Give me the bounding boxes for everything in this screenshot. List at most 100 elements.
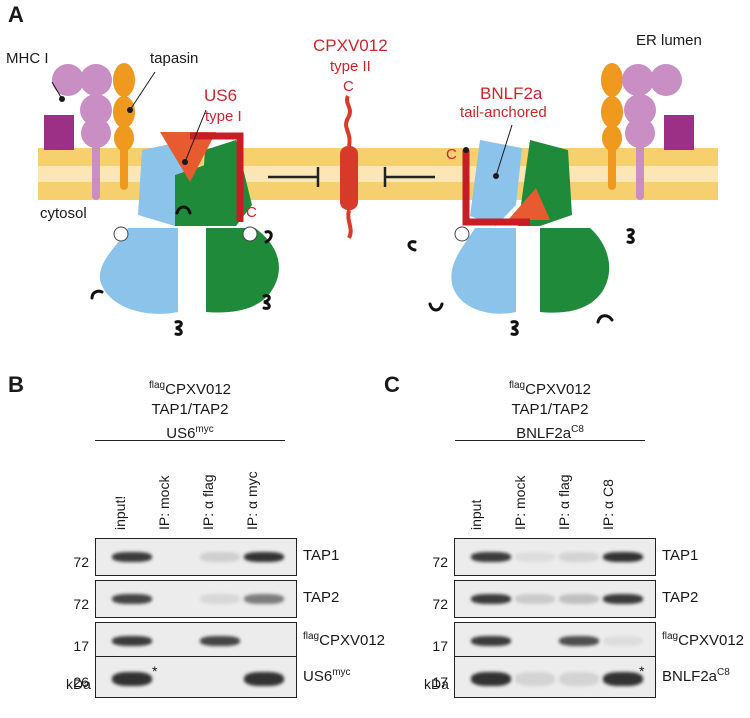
tapasin-label: tapasin [150,50,199,67]
kda-unit-b: kDa [66,676,91,692]
blot-strip [95,580,297,618]
inhibition-right [383,167,435,187]
panel-c-letter: C [384,372,400,397]
blot-band [559,552,599,562]
bnlf2a-label: BNLF2a [480,84,543,103]
blot-protein-label: flagCPXV012 [662,631,744,649]
blot-band [200,636,240,646]
mw-marker: 72 [73,554,89,570]
cytosol-label: cytosol [40,205,87,222]
header-line3: BNLF2a [516,425,572,442]
asterisk-marker: * [152,663,158,679]
blot-band [244,594,284,604]
tapasin-right [601,63,623,190]
blot-label-sup: C8 [717,667,730,678]
panel-c-header: flagCPXV012 TAP1/TAP2 BNLF2aC8 [455,376,645,444]
blot-band [471,552,511,562]
header-line3-sup: C8 [571,424,584,435]
tap-complex-right [451,140,610,314]
blot-protein-label: flagCPXV012 [303,631,385,649]
bnlf2a-c-terminus: C [446,146,457,163]
cpxv012-label: CPXV012 [313,36,388,55]
blot-strip [95,622,297,660]
blot-band [471,636,511,646]
blot-protein-label: US6myc [303,667,351,685]
mw-marker: 17 [432,674,448,690]
cpxv012-c-terminus: C [343,78,354,95]
blot-strip: * [95,656,297,698]
blot-strip: * [454,656,656,698]
tapasin-left [51,63,156,190]
blot-band [471,672,511,686]
blot-band [515,552,555,562]
mhc-right [622,64,694,200]
mw-marker: 17 [432,638,448,654]
lane-label: input! [112,495,128,530]
lane-label: IP: α myc [244,471,260,530]
blot-band [471,594,511,604]
inhibition-left [268,167,320,187]
er-lumen-label: ER lumen [636,32,702,49]
cpxv012-protein [340,95,358,239]
blot-band [603,594,643,604]
blot-strip [95,538,297,576]
blot-protein-label: TAP2 [303,589,340,606]
kda-unit-c: kDa [424,676,449,692]
blot-band [112,594,152,604]
blot-strip [454,580,656,618]
blot-band [200,594,240,604]
blot-band [112,552,152,562]
blot-band [515,672,555,686]
header-line2: TAP1/TAP2 [151,401,229,418]
us6-type-label: type I [205,108,242,125]
panel-c-header-rule [455,440,645,441]
lane-label: IP: mock [512,475,528,530]
header-line1-sup: flag [149,380,166,391]
panel-b-header-rule [95,440,285,441]
header-line3-sup: myc [195,424,214,435]
blot-band [515,594,555,604]
mw-marker: 72 [432,596,448,612]
mhc-left [44,64,112,200]
blot-protein-label: BNLF2aC8 [662,667,730,685]
mw-marker: 26 [73,674,89,690]
blot-band [559,636,599,646]
blot-band [559,672,599,686]
cpxv012-type-label: type II [330,58,371,75]
blot-band [112,672,152,686]
blot-band [112,636,152,646]
blot-band [200,552,240,562]
mhc-i-label: MHC I [6,50,49,67]
header-line1: CPXV012 [525,381,591,398]
blot-strip [454,538,656,576]
lane-label: IP: α flag [556,474,572,530]
panel-b-letter: B [8,372,24,397]
blot-label-sup: myc [332,667,351,678]
blot-strip [454,622,656,660]
blot-band [244,552,284,562]
panel-a-letter: A [8,2,24,27]
header-line2: TAP1/TAP2 [511,401,589,418]
us6-protein [160,109,244,222]
lane-label: IP: α flag [200,474,216,530]
blot-band [603,672,643,686]
blot-band [603,636,643,646]
lane-label: input [468,499,484,530]
us6-label: US6 [204,86,238,105]
panel-b-header: flagCPXV012 TAP1/TAP2 US6myc [95,376,285,444]
bnlf2a-type-label: tail-anchored [460,104,547,121]
blot-protein-label: TAP1 [662,547,699,564]
blot-label-sup: flag [303,631,320,642]
blot-label-sup: flag [662,631,679,642]
us6-c-terminus: C [246,204,257,221]
header-line1: CPXV012 [165,381,231,398]
asterisk-marker: * [639,663,645,679]
header-line3: US6 [166,425,196,442]
blot-band [603,552,643,562]
lane-label: IP: mock [156,475,172,530]
mw-marker: 17 [73,638,89,654]
header-line1-sup: flag [509,380,526,391]
panel-a-diagram [38,63,718,336]
blot-band [559,594,599,604]
blot-protein-label: TAP2 [662,589,699,606]
